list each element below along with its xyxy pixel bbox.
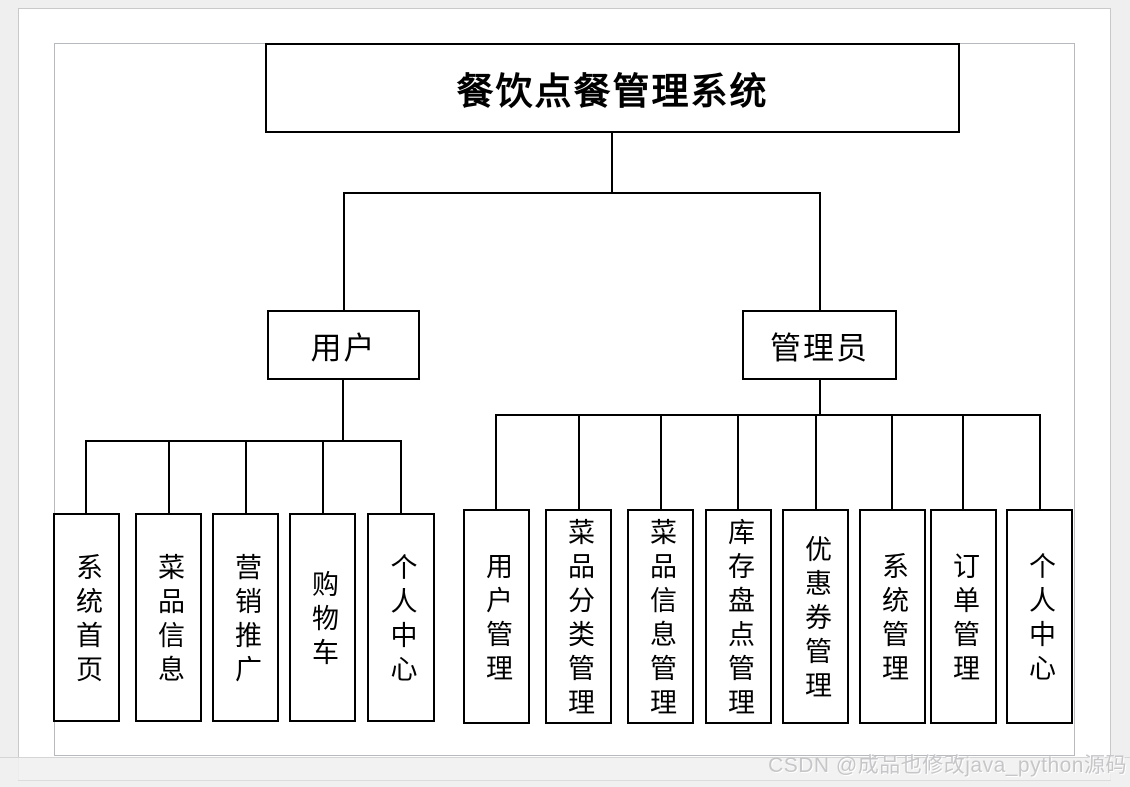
node-user: 用户 <box>267 310 420 380</box>
node-system-management: 系统管理 <box>859 509 926 724</box>
page-bottom-border-line <box>18 780 1111 781</box>
node-dish-category-management: 菜品分类管理 <box>545 509 612 724</box>
node-root-label: 餐饮点餐管理系统 <box>456 71 769 112</box>
node-personal-center-user-label: 个人中心 <box>386 553 417 689</box>
connector-user-drop <box>342 380 344 441</box>
node-shopping-cart-label: 购物车 <box>308 570 338 672</box>
connector-user-leaf-drop <box>322 440 324 513</box>
csdn-watermark: CSDN @成品也修改java_python源码 <box>768 754 1127 777</box>
node-dish-info-management-label: 菜品信息管理 <box>646 518 676 722</box>
node-user-management: 用户管理 <box>463 509 530 724</box>
node-shopping-cart: 购物车 <box>289 513 356 722</box>
connector-admin-leaf-drop <box>578 414 580 509</box>
node-system-home: 系统首页 <box>53 513 120 722</box>
node-dish-info: 菜品信息 <box>135 513 202 722</box>
connector-admin-leaf-drop <box>891 414 893 509</box>
connector-user-riser <box>343 192 345 310</box>
node-user-management-label: 用户管理 <box>482 552 512 688</box>
node-system-management-label: 系统管理 <box>878 552 908 688</box>
connector-user-leaf-drop <box>85 440 87 513</box>
node-personal-center-admin: 个人中心 <box>1006 509 1073 724</box>
connector-admin-bus <box>495 414 1041 416</box>
node-coupon-management-label: 优惠券管理 <box>801 535 831 705</box>
node-personal-center-user: 个人中心 <box>367 513 435 722</box>
connector-root-drop <box>611 133 613 193</box>
node-dish-info-label: 菜品信息 <box>154 553 184 689</box>
connector-admin-leaf-drop <box>962 414 964 509</box>
node-user-label: 用户 <box>310 330 377 366</box>
connector-user-leaf-drop <box>168 440 170 513</box>
connector-admin-leaf-drop <box>660 414 662 509</box>
connector-level1-bus <box>343 192 821 194</box>
connector-admin-riser <box>819 192 821 310</box>
connector-admin-leaf-drop <box>1039 414 1041 509</box>
node-personal-center-admin-label: 个人中心 <box>1025 552 1055 688</box>
node-order-management: 订单管理 <box>930 509 997 724</box>
node-order-management-label: 订单管理 <box>949 552 979 688</box>
node-system-home-label: 系统首页 <box>72 553 102 689</box>
node-coupon-management: 优惠券管理 <box>782 509 849 724</box>
connector-admin-leaf-drop <box>737 414 739 509</box>
connector-admin-drop <box>819 380 821 415</box>
bottom-strip <box>0 757 1130 787</box>
node-marketing-promotion: 营销推广 <box>212 513 279 722</box>
node-inventory-check-management-label: 库存盘点管理 <box>724 518 754 722</box>
node-marketing-promotion-label: 营销推广 <box>231 553 261 689</box>
node-inventory-check-management: 库存盘点管理 <box>705 509 772 724</box>
connector-user-leaf-drop <box>245 440 247 513</box>
connector-user-leaf-drop <box>400 440 402 513</box>
node-admin: 管理员 <box>742 310 897 380</box>
node-admin-label: 管理员 <box>770 330 869 366</box>
node-dish-info-management: 菜品信息管理 <box>627 509 694 724</box>
node-root: 餐饮点餐管理系统 <box>265 43 960 133</box>
node-dish-category-management-label: 菜品分类管理 <box>564 518 594 722</box>
connector-admin-leaf-drop <box>815 414 817 509</box>
connector-user-bus <box>85 440 402 442</box>
connector-admin-leaf-drop <box>495 414 497 509</box>
